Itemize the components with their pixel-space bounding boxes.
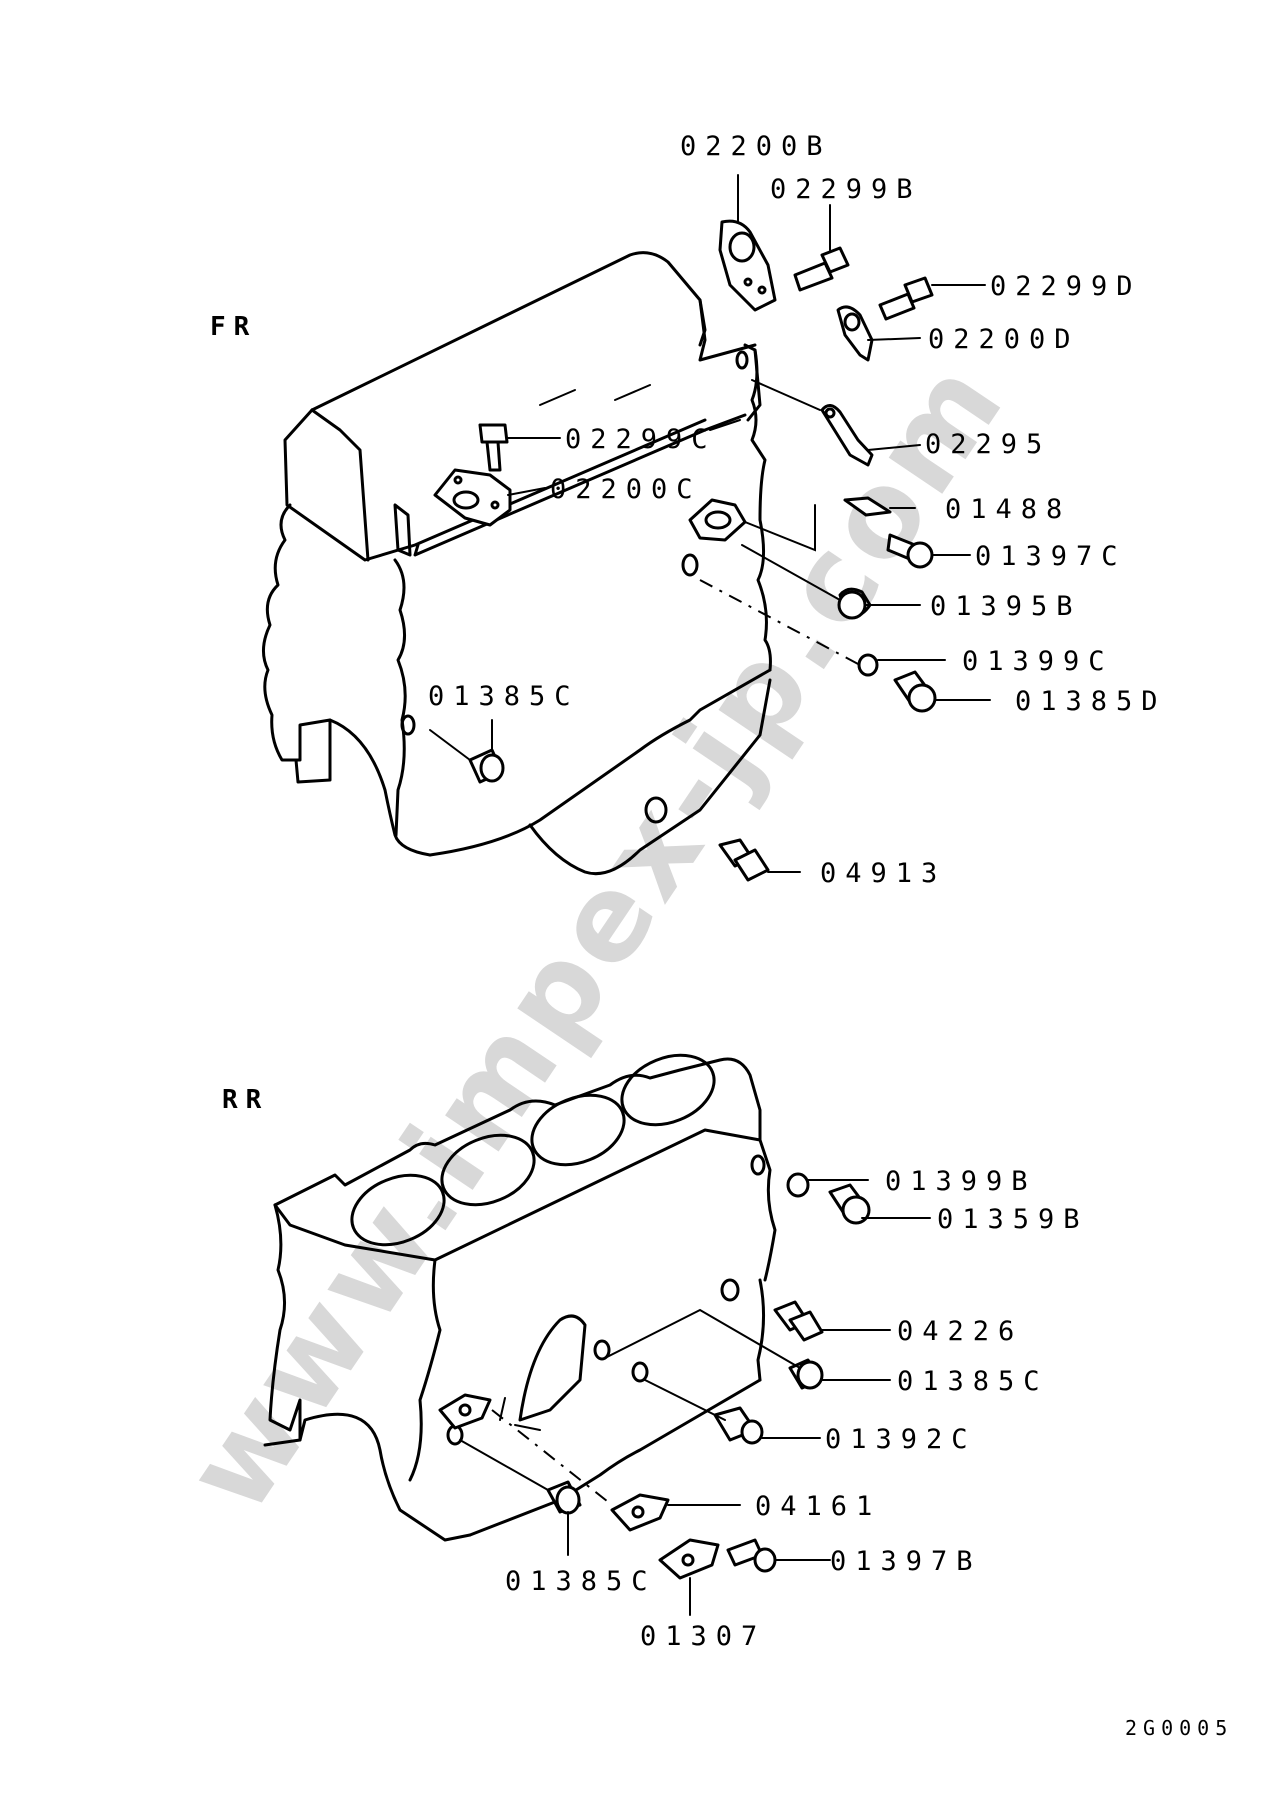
clamp-02295 <box>820 404 874 467</box>
sleeve-01385C-rear-b <box>546 1480 582 1515</box>
washer-01399C <box>857 653 879 677</box>
label-01385C-rear-b: 01385C <box>505 1566 657 1597</box>
label-04226: 04226 <box>897 1316 1023 1347</box>
label-02299B: 02299B <box>770 174 922 205</box>
label-02200C: 02200C <box>550 474 702 505</box>
reference-code: 2G0005 <box>1125 1716 1233 1740</box>
label-01307: 01307 <box>640 1621 766 1652</box>
label-01488: 01488 <box>945 494 1071 525</box>
label-04161: 04161 <box>755 1491 881 1522</box>
label-04913: 04913 <box>820 858 946 889</box>
cover-01307 <box>658 1538 720 1580</box>
label-01385D: 01385D <box>1015 686 1167 717</box>
bolt-02299D <box>878 276 934 321</box>
label-01399C: 01399C <box>962 646 1114 677</box>
gasket-front <box>688 498 747 542</box>
view-label-front: FR <box>210 312 257 342</box>
bolt-01397B <box>726 1538 777 1573</box>
label-01395B: 01395B <box>930 591 1082 622</box>
bracket-02200D <box>836 305 874 362</box>
washer-01399B <box>786 1172 810 1198</box>
label-01385C-front: 01385C <box>428 681 580 712</box>
label-02299C: 02299C <box>565 424 717 455</box>
label-02295: 02295 <box>925 429 1051 460</box>
gasket-04161 <box>610 1493 670 1532</box>
label-01397C: 01397C <box>975 541 1127 572</box>
front-parts <box>429 174 991 882</box>
bolt-02299C <box>478 423 509 472</box>
bolt-02299B <box>793 246 850 292</box>
label-01385C-rear-a: 01385C <box>897 1366 1049 1397</box>
view-label-rear: RR <box>222 1085 269 1115</box>
label-01392C: 01392C <box>825 1424 977 1455</box>
rear-engine-block <box>263 1053 777 1542</box>
flange-02200C <box>433 468 512 527</box>
label-02200D: 02200D <box>928 324 1080 355</box>
gasket-rear-left <box>438 1393 492 1430</box>
plug-01392C <box>713 1406 764 1445</box>
plate-01488 <box>843 496 892 517</box>
plug-01359B <box>828 1183 871 1225</box>
label-01359B: 01359B <box>937 1204 1089 1235</box>
front-engine-block <box>262 251 772 876</box>
sleeve-01385C-front <box>468 748 505 784</box>
plug-01385D <box>893 670 937 713</box>
label-01399B: 01399B <box>885 1166 1037 1197</box>
bracket-02200B <box>718 219 777 312</box>
rear-parts <box>438 1172 931 1616</box>
sensor-04226 <box>773 1300 824 1342</box>
sensor-04913 <box>718 838 770 882</box>
label-01397B: 01397B <box>830 1546 982 1577</box>
washer-front-small <box>681 553 699 577</box>
label-02299D: 02299D <box>990 271 1142 302</box>
label-02200B: 02200B <box>680 131 832 162</box>
